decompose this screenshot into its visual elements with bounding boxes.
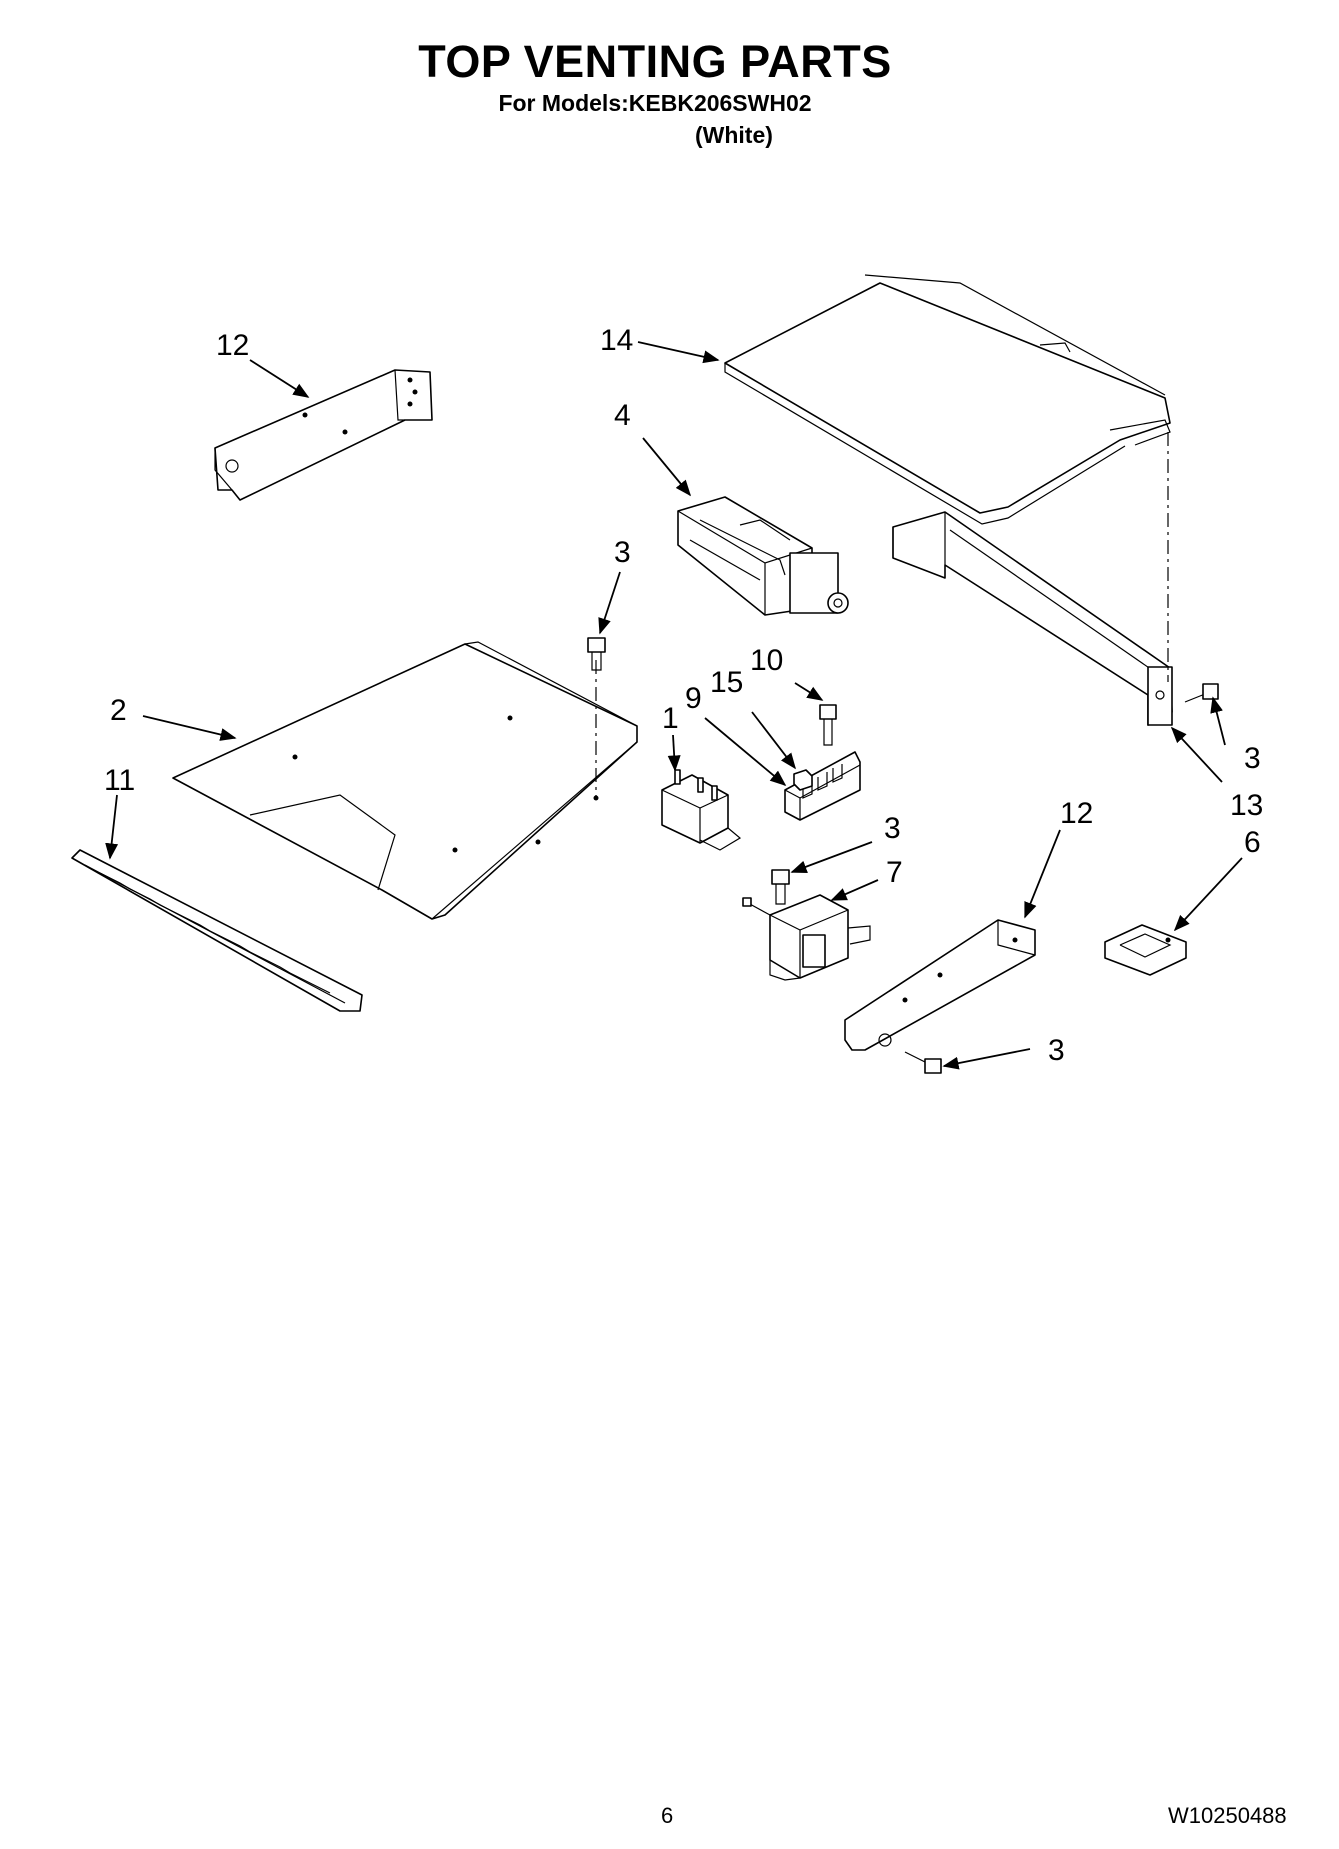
callout-4: 4 <box>614 399 631 432</box>
part-2-heat-shield-plate <box>172 641 638 920</box>
callout-6: 6 <box>1244 826 1261 859</box>
page-number: 6 <box>661 1803 674 1828</box>
document-number: W10250488 <box>1168 1803 1287 1828</box>
leader-7 <box>830 879 879 901</box>
callout-3-top: 3 <box>614 536 631 569</box>
part-11-vent-strip <box>71 849 363 1012</box>
part-7-transformer <box>742 894 871 981</box>
part-6-clip <box>1104 924 1187 976</box>
leader-9 <box>704 717 787 787</box>
leader-3-top <box>598 571 621 635</box>
leader-6 <box>1173 857 1243 932</box>
leader-12-upper <box>249 359 310 398</box>
color-variant-line: (White) <box>695 122 773 148</box>
leader-13 <box>1170 726 1223 783</box>
part-3-screw-duct <box>1184 683 1219 703</box>
callout-3-bracket: 3 <box>1048 1034 1065 1067</box>
part-15-nut <box>793 769 813 791</box>
callout-15: 15 <box>710 666 743 699</box>
diagram-title: TOP VENTING PARTS <box>418 36 892 87</box>
leader-11 <box>105 794 119 860</box>
part-13-vent-duct-channel <box>892 432 1173 726</box>
callout-2: 2 <box>110 694 127 727</box>
callout-9: 9 <box>685 682 702 715</box>
callout-13: 13 <box>1230 789 1263 822</box>
callout-1: 1 <box>662 702 679 735</box>
part-10-screw <box>819 704 837 746</box>
leader-15 <box>751 711 796 770</box>
leader-3-transformer <box>790 841 873 873</box>
part-14-vent-panel <box>724 274 1171 525</box>
leader-12-lower <box>1024 829 1061 919</box>
callout-3-transformer: 3 <box>884 812 901 845</box>
part-3-screw-top <box>587 637 606 671</box>
callout-14: 14 <box>600 324 633 357</box>
model-number-line: For Models:KEBK206SWH02 <box>498 90 812 116</box>
leader-2 <box>142 715 237 741</box>
part-12-upper-bracket <box>214 369 433 501</box>
callout-numbers: 12 14 4 3 2 11 1 9 15 10 3 13 12 6 3 7 3 <box>104 324 1263 1067</box>
leader-14 <box>637 341 720 364</box>
callout-3-duct: 3 <box>1244 742 1261 775</box>
callout-10: 10 <box>750 644 783 677</box>
part-3-screw-transformer <box>771 869 790 905</box>
part-1-relay <box>661 769 742 851</box>
leader-10 <box>794 682 824 701</box>
callout-11: 11 <box>104 764 135 797</box>
part-3-screw-bracket <box>904 1051 942 1074</box>
leader-1 <box>667 734 681 772</box>
part-12-lower-bracket <box>844 919 1036 1051</box>
leader-4 <box>642 437 692 497</box>
leader-3-bracket <box>942 1048 1031 1070</box>
callout-leaders <box>105 341 1243 1070</box>
part-4-vent-motor-assembly <box>677 496 849 616</box>
part-9-terminal-block <box>784 751 861 821</box>
callout-12-lower: 12 <box>1060 797 1093 830</box>
callout-7: 7 <box>886 856 903 889</box>
leader-3-duct <box>1210 696 1226 746</box>
callout-12-upper: 12 <box>216 329 249 362</box>
